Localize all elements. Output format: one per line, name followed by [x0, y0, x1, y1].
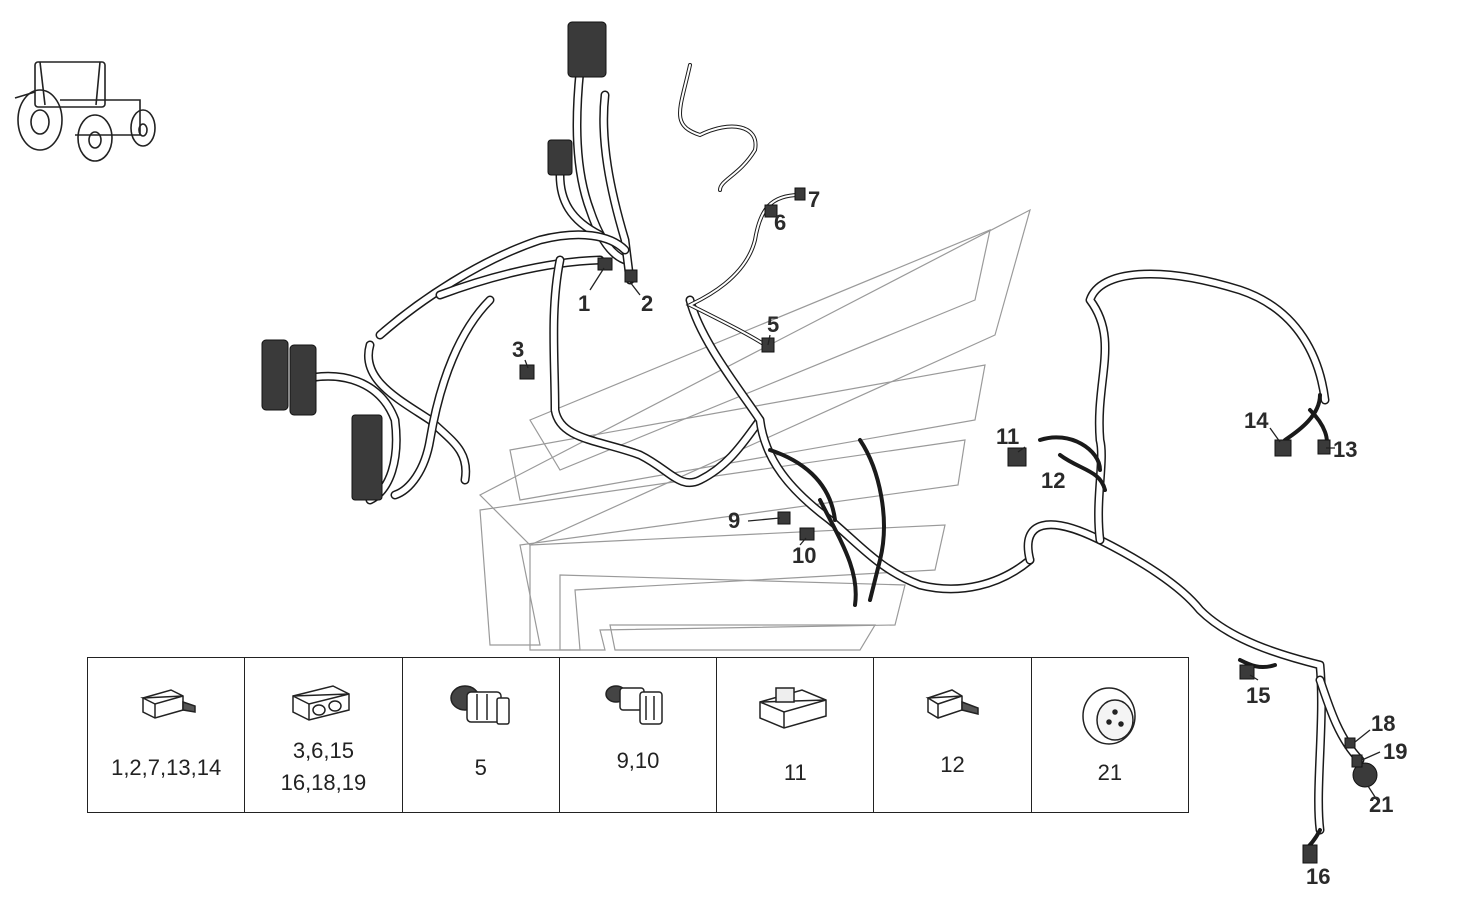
- legend-label-primary: 12: [940, 752, 965, 777]
- legend-label-primary: 21: [1097, 760, 1123, 785]
- legend-label-primary: 3,6,15: [292, 738, 354, 763]
- connector-block-left-b: [289, 344, 317, 416]
- legend-label-primary: 9,10: [616, 748, 660, 773]
- connector-block-top: [567, 21, 607, 78]
- legend-label-primary: 5: [474, 755, 487, 780]
- callout-14: 14: [1244, 408, 1269, 433]
- connector-7: [794, 187, 806, 201]
- callout-3: 3: [512, 337, 524, 362]
- connector-wide-icon: [759, 687, 828, 729]
- cap-21: [1352, 762, 1378, 788]
- legend-cell: 21: [1032, 658, 1188, 812]
- callout-12: 12: [1041, 468, 1065, 493]
- callout-1: 1: [578, 291, 590, 316]
- connector-18: [1344, 737, 1356, 749]
- legend-label-primary: 11: [783, 760, 807, 785]
- connector-block-mid: [547, 139, 573, 176]
- connector-1: [597, 257, 613, 271]
- connector-19: [1351, 754, 1363, 768]
- callout-13: 13: [1333, 437, 1357, 462]
- legend-label-secondary: 16,18,19: [280, 770, 367, 795]
- cap-socket-icon: [1082, 687, 1136, 745]
- connector-double-icon: [292, 685, 351, 721]
- callout-2: 2: [641, 291, 653, 316]
- watermark-logo: [478, 208, 1031, 651]
- leader-lines: [524, 267, 1381, 801]
- connector-block-left-a: [261, 339, 289, 411]
- callout-11: 11: [996, 424, 1019, 449]
- legend-cell: 5: [403, 658, 560, 812]
- connector-round-icon: [449, 685, 510, 725]
- connector-16: [1302, 844, 1318, 864]
- legend-cell: 9,10: [560, 658, 718, 812]
- connector-inline-icon: [925, 689, 979, 719]
- connector-13: [1317, 439, 1331, 455]
- callout-15: 15: [1246, 683, 1270, 708]
- connector-legend-table: 1,2,7,13,14 3,6,15 16,18,19 5 9,10: [87, 657, 1189, 813]
- legend-cell: 1,2,7,13,14: [88, 658, 246, 812]
- legend-cell: 3,6,15 16,18,19: [245, 658, 403, 812]
- callout-9: 9: [728, 508, 740, 533]
- connector-14: [1274, 439, 1292, 457]
- callout-18: 18: [1371, 711, 1395, 736]
- connector-angled-icon: [605, 685, 663, 725]
- legend-cell: 12: [874, 658, 1032, 812]
- callout-16: 16: [1306, 864, 1330, 889]
- callout-10: 10: [792, 543, 816, 568]
- callout-5: 5: [767, 312, 779, 337]
- connector-11: [1007, 447, 1027, 467]
- connector-2: [624, 269, 638, 283]
- callout-7: 7: [808, 187, 820, 212]
- legend-cell: 11: [717, 658, 875, 812]
- callout-labels: 1 2 3 5 6 7 9 10 11 12 13 14 15 16 18 19…: [512, 187, 1407, 889]
- callout-19: 19: [1383, 739, 1407, 764]
- callout-21: 21: [1369, 792, 1393, 817]
- connector-2pin-icon: [140, 689, 196, 719]
- callout-6: 6: [774, 210, 786, 235]
- connector-6: [764, 204, 778, 218]
- tractor-icon: [14, 61, 156, 162]
- connector-10: [799, 527, 815, 541]
- connector-block-lower: [351, 414, 383, 501]
- legend-label-primary: 1,2,7,13,14: [111, 755, 222, 780]
